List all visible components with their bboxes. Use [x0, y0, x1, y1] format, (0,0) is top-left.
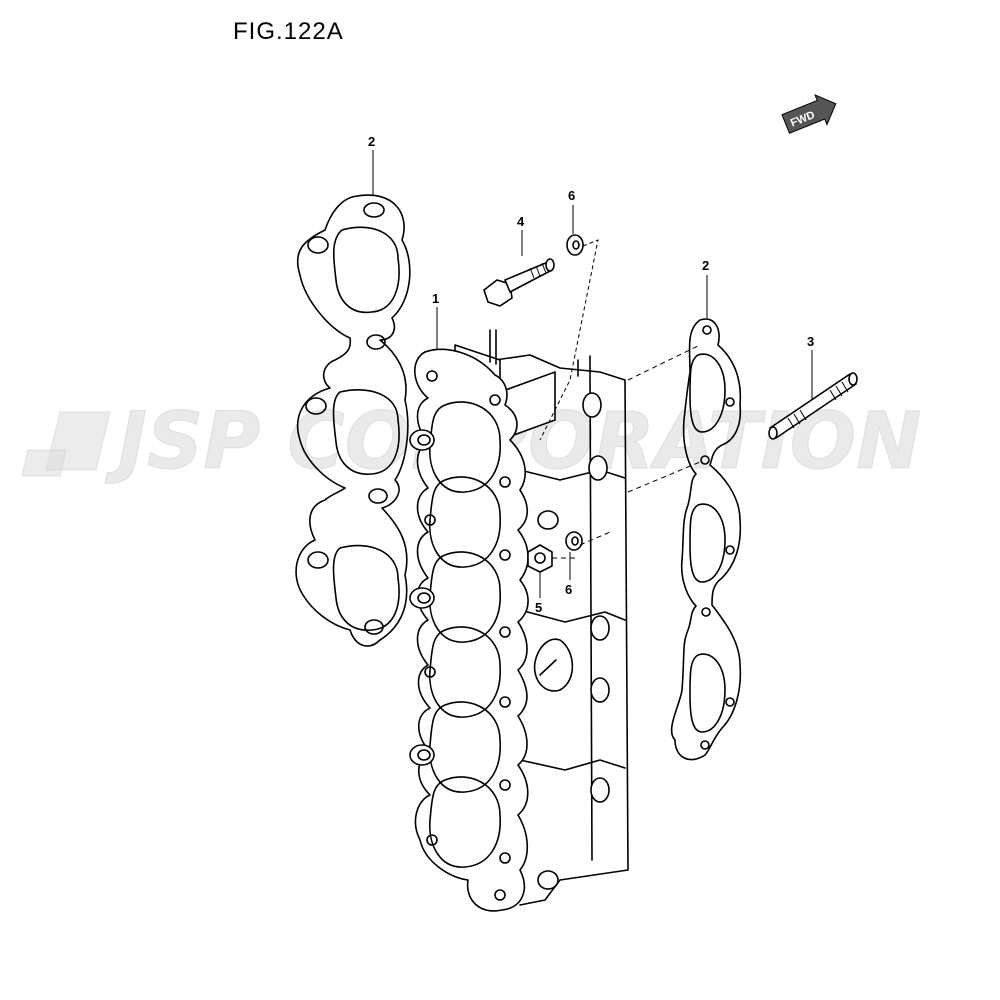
callout-2-left-gasket: 2: [368, 134, 375, 149]
callout-4-bolt: 4: [517, 214, 525, 229]
figure-title: FIG.122A: [233, 18, 344, 45]
callout-6-washer-mid: 6: [565, 582, 572, 597]
intake-manifold-part-1: [409, 329, 629, 912]
callout-6-washer-top: 6: [568, 188, 575, 203]
fwd-direction-badge: FWD: [781, 93, 837, 134]
callout-3-stud: 3: [807, 334, 814, 349]
callout-2-right-gasket: 2: [702, 258, 709, 273]
washer-part-6-mid: [565, 531, 583, 551]
nut-part-5: [527, 544, 553, 573]
bolt-part-4: [483, 258, 555, 307]
stud-part-3: [768, 372, 858, 440]
left-gasket-part-2: [295, 194, 411, 647]
callout-5-nut: 5: [535, 600, 542, 615]
washer-part-6-top: [566, 234, 584, 256]
leader-lines: [372, 150, 813, 598]
watermark-logo-mark: [21, 411, 111, 477]
right-gasket-part-2: [670, 318, 742, 761]
callout-1-manifold: 1: [432, 291, 439, 306]
